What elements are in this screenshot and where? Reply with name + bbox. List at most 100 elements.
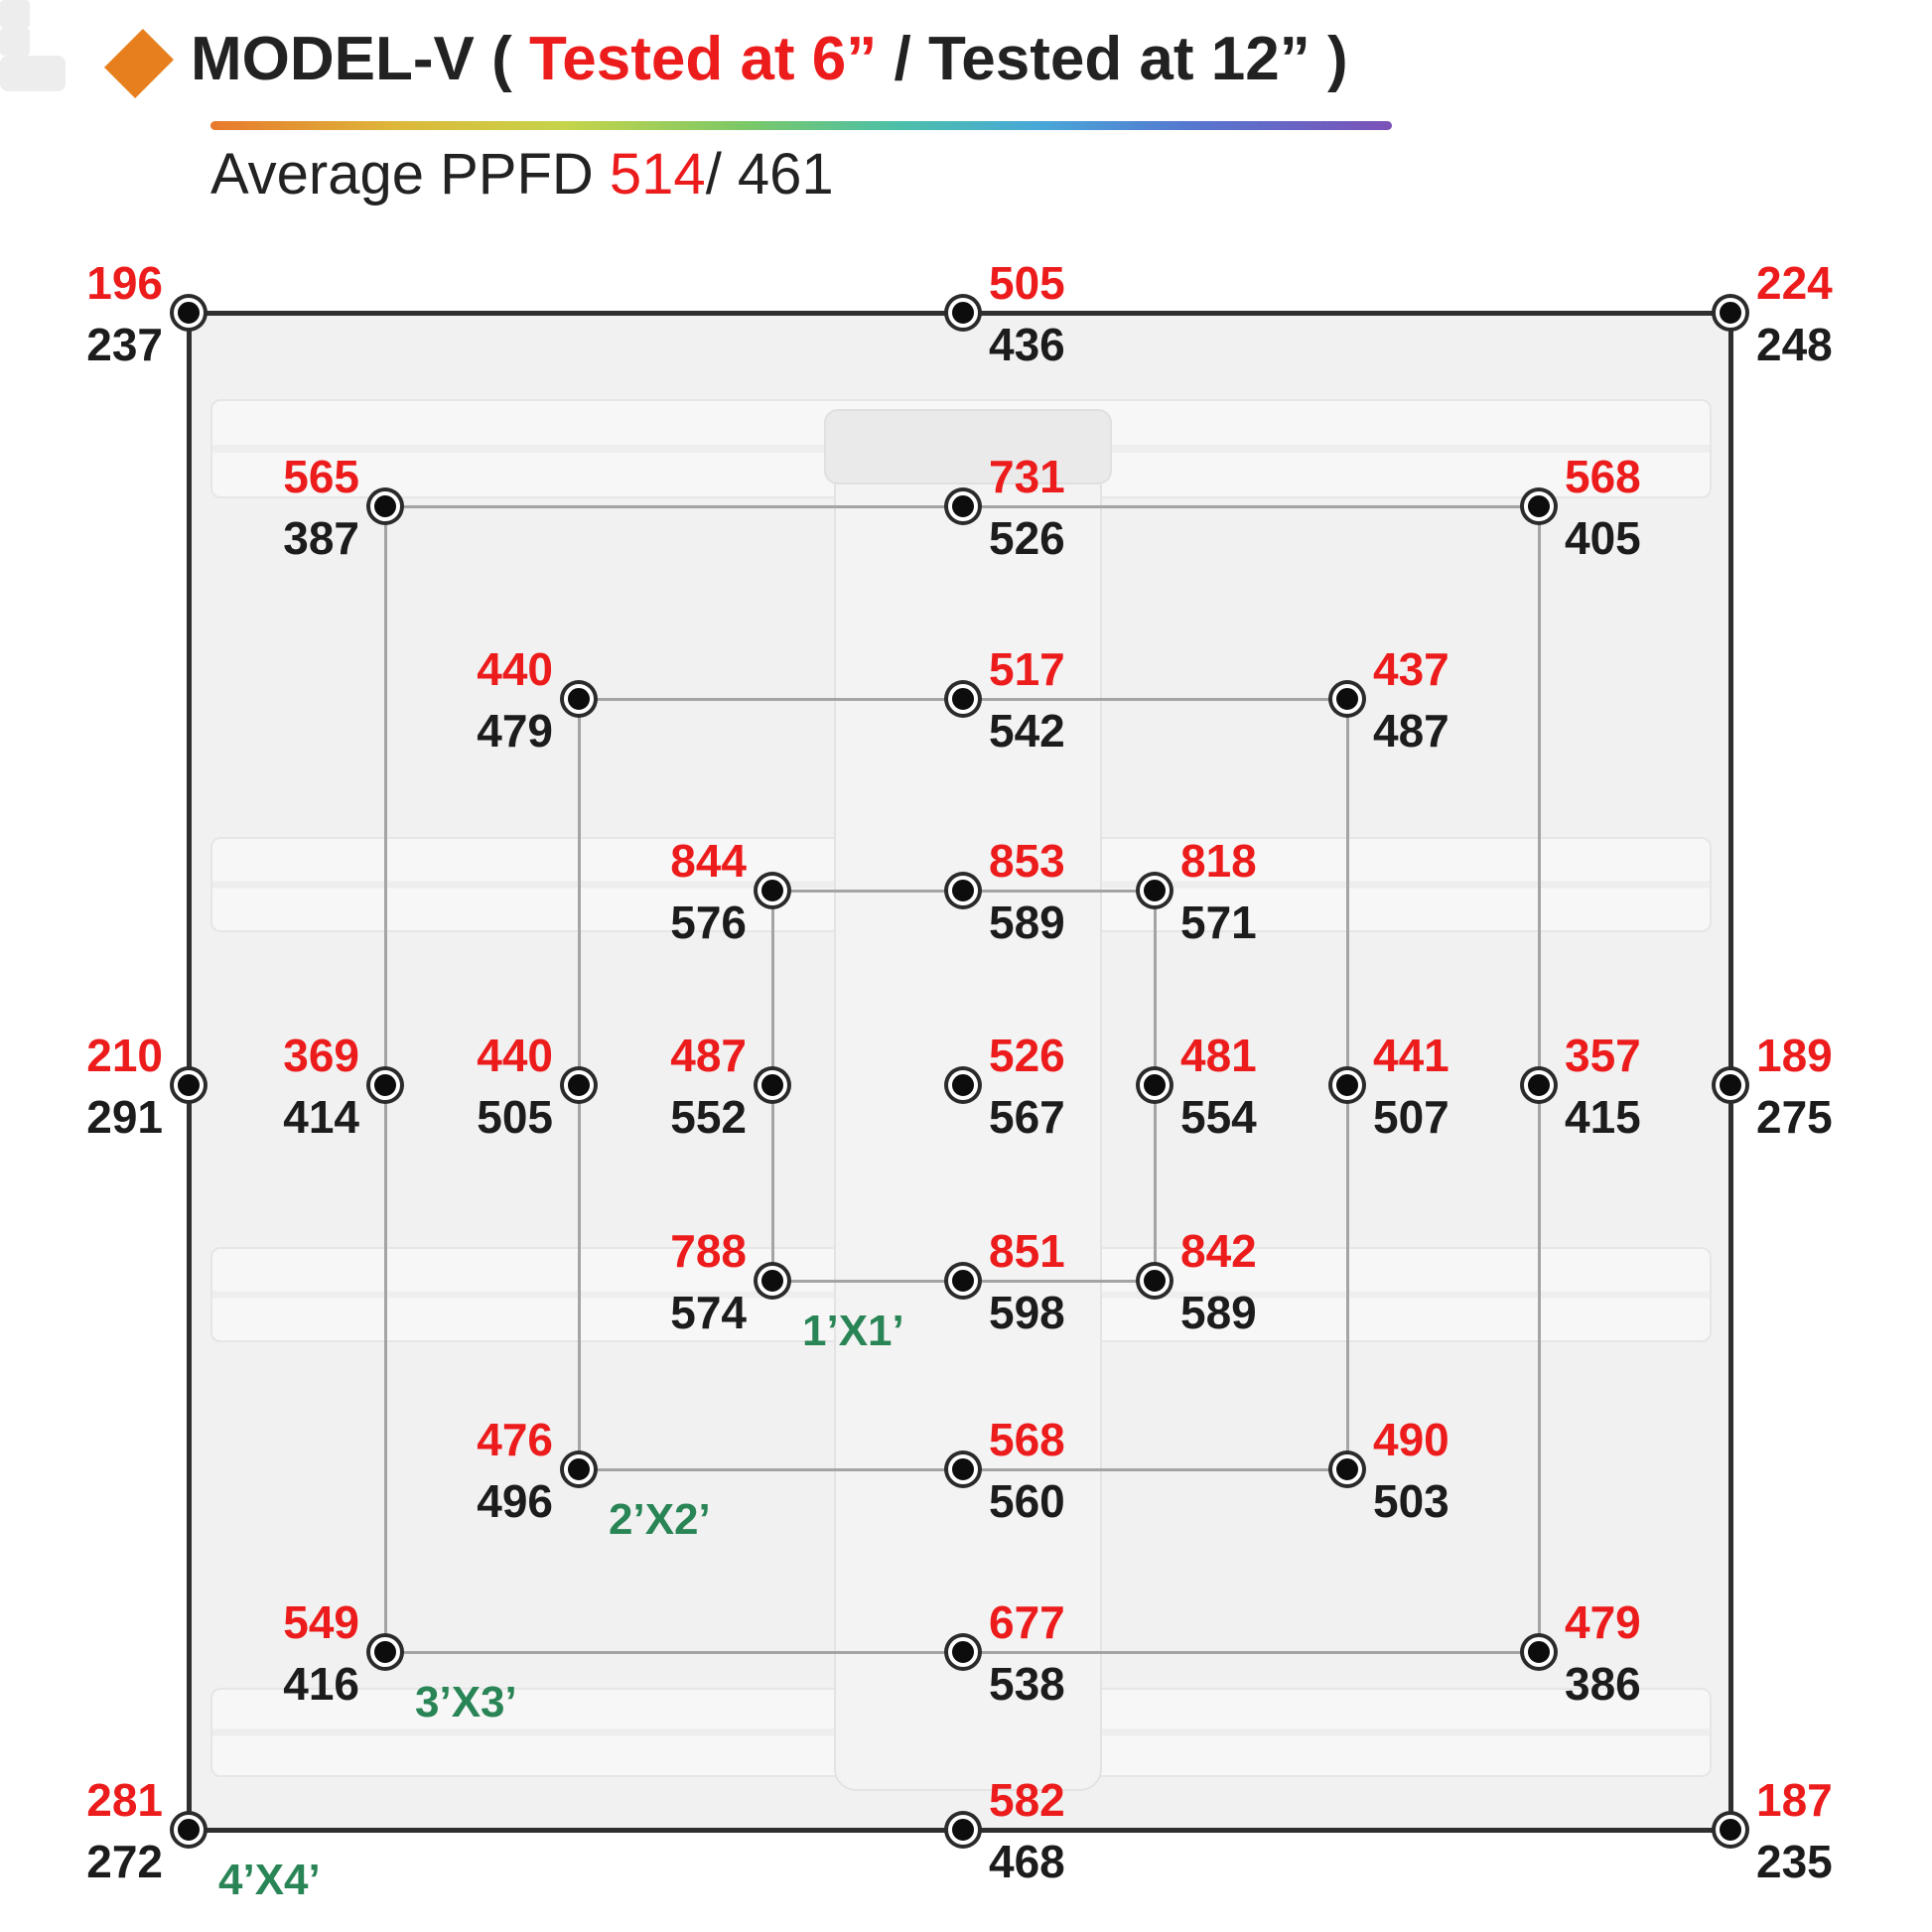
ppfd-value-12in: 507 [1373, 1091, 1449, 1143]
rainbow-underline [210, 121, 1392, 130]
measurement-point-marker [564, 1070, 594, 1100]
ppfd-value-6in: 479 [1565, 1596, 1641, 1648]
measurement-point-marker [370, 491, 400, 521]
ppfd-value-12in: 387 [283, 512, 359, 564]
measurement-point-marker [1332, 1070, 1362, 1100]
ppfd-value-6in: 565 [283, 451, 359, 502]
average-value-12in: 461 [737, 142, 834, 207]
ppfd-value-12in: 414 [283, 1091, 359, 1143]
fixture-hanger-tab [0, 28, 30, 56]
ppfd-value-12in: 291 [86, 1091, 163, 1143]
measurement-point-marker [1140, 1070, 1170, 1100]
ppfd-value-12in: 589 [989, 897, 1065, 948]
ppfd-value-12in: 415 [1565, 1091, 1641, 1143]
ppfd-value-12in: 554 [1180, 1091, 1257, 1143]
ppfd-value-12in: 405 [1565, 512, 1641, 564]
measurement-point-marker [1140, 1266, 1170, 1296]
ppfd-value-12in: 538 [989, 1658, 1065, 1710]
ppfd-value-6in: 844 [670, 835, 747, 887]
average-separator: / [705, 142, 738, 207]
ppfd-value-6in: 818 [1180, 835, 1257, 887]
fixture-spine [834, 409, 1102, 1791]
ppfd-value-12in: 496 [477, 1475, 553, 1527]
measurement-point-marker [174, 1070, 204, 1100]
ppfd-value-12in: 436 [989, 319, 1065, 370]
average-ppfd-line: Average PPFD 514/ 461 [210, 141, 834, 207]
ppfd-value-6in: 568 [989, 1414, 1065, 1465]
measurement-point-marker [948, 1266, 978, 1296]
measurement-point-marker [948, 1454, 978, 1484]
ring-size-label: 4’X4’ [218, 1856, 321, 1904]
measurement-point-marker [948, 1815, 978, 1845]
ppfd-value-12in: 589 [1180, 1287, 1257, 1338]
ppfd-value-12in: 275 [1756, 1091, 1833, 1143]
measurement-point-marker [1524, 491, 1554, 521]
ppfd-value-6in: 526 [989, 1030, 1065, 1081]
ppfd-value-12in: 416 [283, 1658, 359, 1710]
ppfd-value-12in: 571 [1180, 897, 1257, 948]
ppfd-value-12in: 386 [1565, 1658, 1641, 1710]
ring-size-label: 2’X2’ [609, 1495, 711, 1544]
title-tested-6in: Tested at 6” [528, 25, 895, 93]
ppfd-value-12in: 574 [670, 1287, 747, 1338]
title-tested-12in: / Tested at 12” ) [894, 25, 1348, 93]
measurement-point-marker [758, 1266, 787, 1296]
measurement-point-marker [948, 876, 978, 905]
ppfd-value-12in: 526 [989, 512, 1065, 564]
measurement-point-marker [564, 684, 594, 714]
measurement-point-marker [1716, 1815, 1745, 1845]
measurement-point-marker [948, 1070, 978, 1100]
measurement-point-marker [1332, 1454, 1362, 1484]
ppfd-value-12in: 567 [989, 1091, 1065, 1143]
ppfd-value-6in: 357 [1565, 1030, 1641, 1081]
ppfd-value-6in: 677 [989, 1596, 1065, 1648]
average-label: Average PPFD [210, 142, 610, 207]
ppfd-value-12in: 479 [477, 705, 553, 757]
ppfd-value-6in: 440 [477, 1030, 553, 1081]
ppfd-value-12in: 235 [1756, 1836, 1833, 1887]
measurement-point-marker [758, 1070, 787, 1100]
measurement-point-marker [1332, 684, 1362, 714]
measurement-point-marker [564, 1454, 594, 1484]
measurement-point-marker [948, 491, 978, 521]
ppfd-value-6in: 505 [989, 257, 1065, 309]
ppfd-value-6in: 568 [1565, 451, 1641, 502]
ppfd-value-12in: 487 [1373, 705, 1449, 757]
ppfd-value-6in: 582 [989, 1774, 1065, 1826]
measurement-point-marker [1716, 1070, 1745, 1100]
measurement-point-marker [948, 684, 978, 714]
ppfd-value-6in: 476 [477, 1414, 553, 1465]
title-prefix: MODEL-V ( [191, 25, 529, 93]
ppfd-value-12in: 503 [1373, 1475, 1449, 1527]
ring-size-label: 1’X1’ [802, 1307, 904, 1355]
ppfd-value-12in: 598 [989, 1287, 1065, 1338]
measurement-point-marker [174, 1815, 204, 1845]
ppfd-value-6in: 440 [477, 643, 553, 695]
measurement-point-marker [1524, 1637, 1554, 1667]
ppfd-value-6in: 196 [86, 257, 163, 309]
measurement-point-marker [1524, 1070, 1554, 1100]
measurement-point-marker [370, 1637, 400, 1667]
ppfd-value-12in: 542 [989, 705, 1065, 757]
measurement-point-marker [174, 298, 204, 328]
ppfd-value-6in: 517 [989, 643, 1065, 695]
measurement-point-marker [948, 298, 978, 328]
fixture-spine-nub [0, 56, 66, 91]
page-title: MODEL-V ( Tested at 6” / Tested at 12” ) [191, 24, 1348, 94]
ppfd-value-6in: 441 [1373, 1030, 1449, 1081]
ppfd-value-6in: 369 [283, 1030, 359, 1081]
ppfd-value-12in: 237 [86, 319, 163, 370]
ppfd-value-6in: 731 [989, 451, 1065, 502]
ppfd-value-6in: 853 [989, 835, 1065, 887]
ppfd-value-6in: 437 [1373, 643, 1449, 695]
ppfd-value-6in: 189 [1756, 1030, 1833, 1081]
fixture-spine-cap [824, 409, 1112, 484]
ppfd-value-12in: 552 [670, 1091, 747, 1143]
measurement-point-marker [1716, 298, 1745, 328]
ppfd-value-12in: 248 [1756, 319, 1833, 370]
ppfd-value-12in: 560 [989, 1475, 1065, 1527]
ppfd-value-6in: 487 [670, 1030, 747, 1081]
ppfd-value-6in: 224 [1756, 257, 1833, 309]
ppfd-value-6in: 788 [670, 1225, 747, 1277]
